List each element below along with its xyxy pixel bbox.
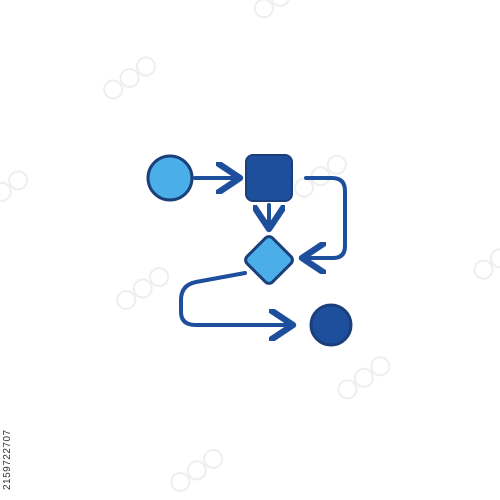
process-square-icon (245, 154, 293, 202)
decision-diamond-icon (244, 235, 294, 285)
start-circle-icon (146, 154, 194, 202)
arrow-loop-to-decision (306, 176, 347, 258)
stock-id-label: 2159722707 (2, 429, 13, 490)
end-circle-icon (309, 303, 353, 347)
arrow-decision-to-end (179, 271, 289, 325)
